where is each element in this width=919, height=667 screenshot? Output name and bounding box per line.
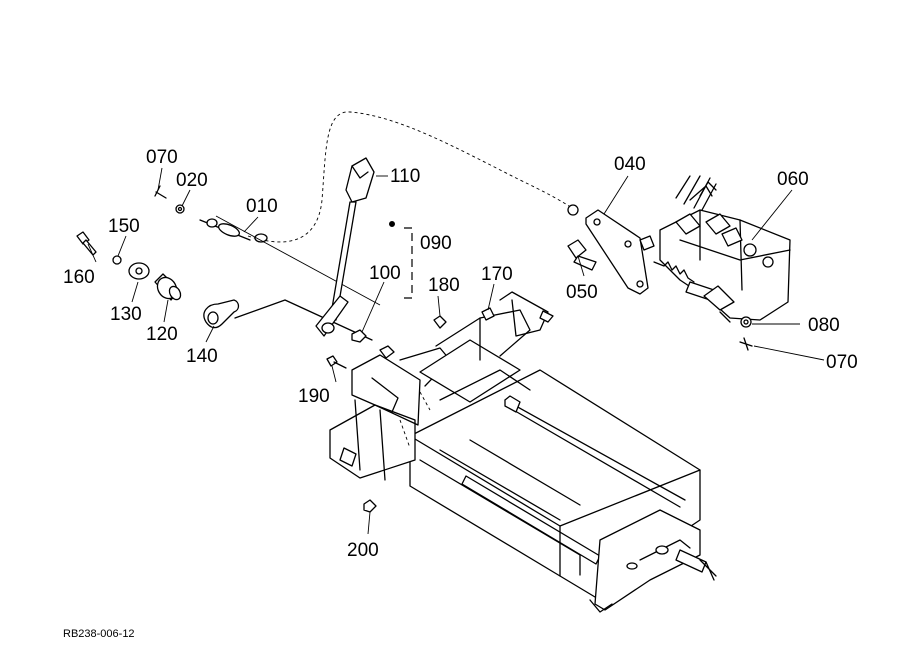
callout-060: 060 — [777, 169, 809, 190]
leader-lines — [87, 167, 825, 535]
callout-200: 200 — [347, 540, 379, 561]
callout-020: 020 — [176, 170, 208, 191]
callout-170: 170 — [481, 264, 513, 285]
group-bracket-090 — [400, 227, 413, 299]
callout-100: 100 — [369, 263, 401, 284]
callout-070-left: 070 — [146, 147, 178, 168]
tie-rod — [215, 215, 381, 341]
frame-assembly — [329, 291, 717, 613]
callout-140: 140 — [186, 346, 218, 367]
callout-040: 040 — [614, 154, 646, 175]
shift-lever — [315, 157, 395, 337]
figure-code: RB238-006-12 — [63, 628, 135, 640]
callout-110: 110 — [390, 166, 420, 187]
callout-190: 190 — [298, 386, 330, 407]
callout-120: 120 — [146, 324, 178, 345]
left-hardware — [76, 185, 240, 329]
callout-labels: 070 020 010 110 090 100 150 160 130 120 … — [63, 147, 858, 561]
callout-050: 050 — [566, 282, 598, 303]
callout-080: 080 — [808, 315, 840, 336]
callout-160: 160 — [63, 267, 95, 288]
callout-130: 130 — [110, 304, 142, 325]
small-hardware — [326, 307, 495, 513]
callout-090: 090 — [420, 233, 452, 254]
knob — [345, 157, 375, 203]
callout-180: 180 — [428, 275, 460, 296]
callout-010: 010 — [246, 196, 278, 217]
callout-150: 150 — [108, 216, 140, 237]
control-cable — [199, 111, 579, 243]
control-valve — [639, 175, 791, 351]
cable-bracket — [567, 209, 649, 295]
callout-070-right: 070 — [826, 352, 858, 373]
